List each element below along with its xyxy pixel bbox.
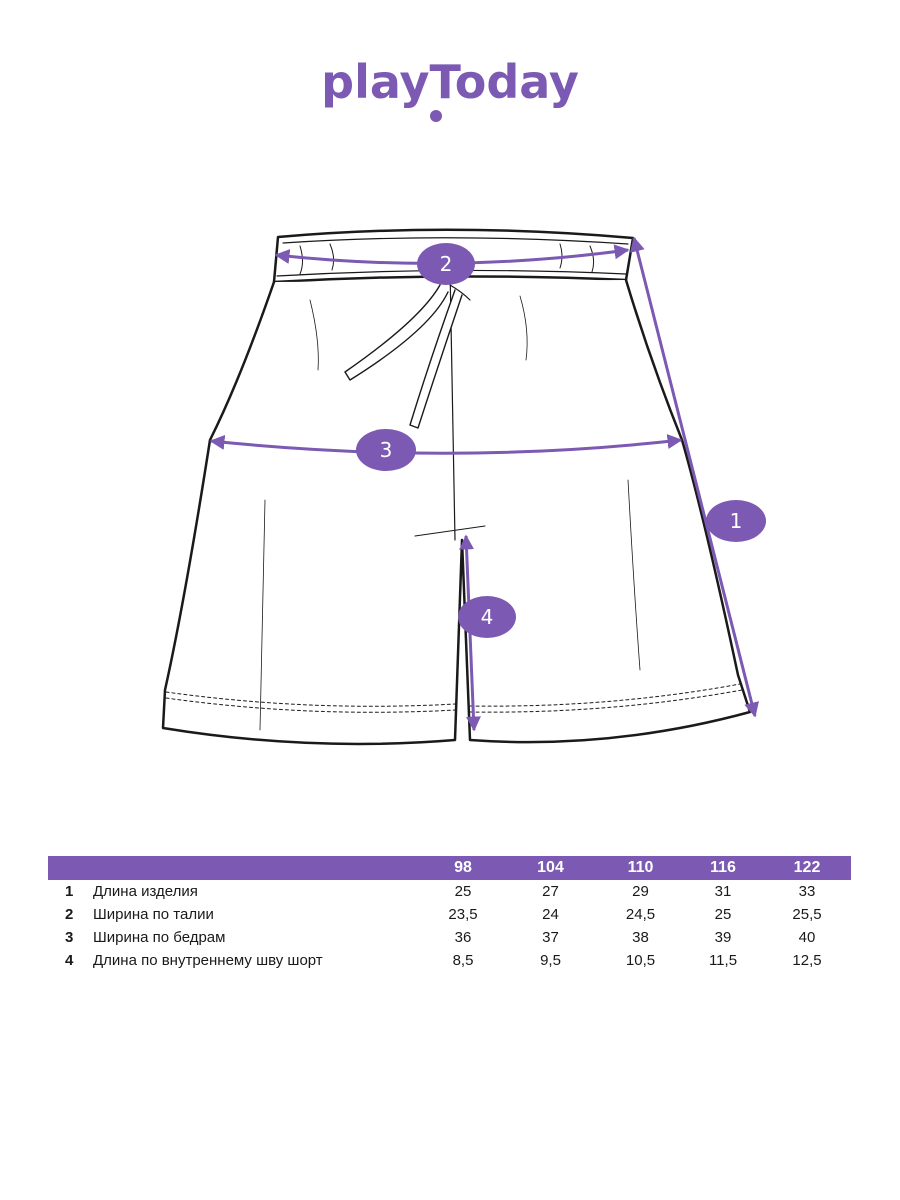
measurement-value: 25 bbox=[714, 906, 732, 923]
shorts-outline-icon bbox=[161, 228, 752, 746]
measurement-value: 12,5 bbox=[792, 952, 822, 969]
measurement-value: 8,5 bbox=[452, 952, 474, 969]
measurement-value: 23,5 bbox=[448, 906, 478, 923]
logo-dot-icon bbox=[430, 110, 442, 122]
measurement-value: 25 bbox=[454, 883, 472, 900]
brand-logo-text: playToday bbox=[321, 55, 579, 109]
table-row: 1 Длина изделия 25 27 29 31 33 bbox=[48, 880, 851, 903]
measurement-value: 9,5 bbox=[540, 952, 561, 969]
measurement-value: 40 bbox=[798, 929, 816, 946]
size-header: 98 bbox=[423, 856, 503, 880]
measurement-name: Ширина по талии bbox=[93, 906, 214, 923]
callout-label-1: 1 bbox=[730, 509, 743, 533]
measurement-name: Ширина по бедрам bbox=[93, 929, 226, 946]
measurement-value: 33 bbox=[798, 883, 816, 900]
measurement-value: 24,5 bbox=[625, 906, 656, 923]
brand-logo: playToday bbox=[321, 55, 579, 122]
callout-label-4: 4 bbox=[481, 605, 494, 629]
callout-badge-1: 1 bbox=[706, 500, 766, 542]
table-row: 4 Длина по внутреннему шву шорт 8,5 9,5 … bbox=[48, 949, 851, 972]
measurement-value: 29 bbox=[632, 883, 649, 900]
measurement-value: 11,5 bbox=[708, 952, 738, 969]
measurement-value: 27 bbox=[542, 883, 559, 900]
table-header-row: 98 104 110 116 122 bbox=[48, 856, 851, 880]
size-header: 122 bbox=[763, 856, 851, 880]
measure-line-3 bbox=[209, 434, 683, 455]
callout-badge-3: 3 bbox=[356, 429, 416, 471]
table-header-spacer bbox=[93, 856, 423, 880]
size-table: 98 104 110 116 122 1 Длина изделия 25 27… bbox=[48, 856, 851, 972]
table-row: 3 Ширина по бедрам 36 37 38 39 40 bbox=[48, 926, 851, 949]
measurement-value: 36 bbox=[454, 929, 472, 946]
row-number: 3 bbox=[65, 929, 74, 946]
size-header: 116 bbox=[683, 856, 763, 880]
measurement-value: 39 bbox=[714, 929, 732, 946]
callout-badge-4: 4 bbox=[458, 596, 516, 638]
table-row: 2 Ширина по талии 23,5 24 24,5 25 25,5 bbox=[48, 903, 851, 926]
callout-label-2: 2 bbox=[440, 252, 453, 276]
measurement-name: Длина изделия bbox=[93, 883, 198, 900]
size-header: 104 bbox=[503, 856, 598, 880]
shorts-diagram: 1 2 3 4 bbox=[161, 228, 766, 746]
callout-label-3: 3 bbox=[380, 438, 393, 462]
measure-line-1 bbox=[630, 236, 759, 718]
size-header: 110 bbox=[598, 856, 683, 880]
measurement-value: 37 bbox=[542, 929, 559, 946]
measurement-value: 38 bbox=[632, 929, 649, 946]
measurement-value: 31 bbox=[714, 883, 732, 900]
row-number: 4 bbox=[65, 952, 74, 969]
measurement-value: 25,5 bbox=[792, 906, 822, 923]
measurement-name: Длина по внутреннему шву шорт bbox=[93, 952, 323, 969]
table-header-spacer bbox=[48, 856, 93, 880]
row-number: 1 bbox=[65, 883, 74, 900]
row-number: 2 bbox=[65, 906, 74, 923]
callout-badge-2: 2 bbox=[417, 243, 475, 285]
measurement-value: 10,5 bbox=[625, 952, 656, 969]
measurement-value: 24 bbox=[542, 906, 559, 923]
